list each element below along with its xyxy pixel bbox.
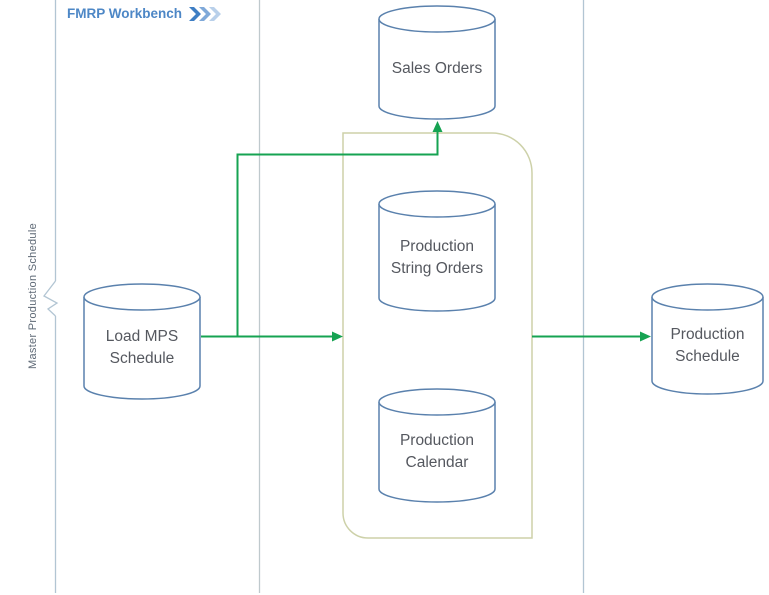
diagram-title: FMRP Workbench: [67, 6, 223, 21]
label-line: Production: [670, 325, 745, 343]
cylinder-shape-icon: [378, 388, 496, 503]
db-production-schedule-label: Production Schedule: [651, 283, 764, 395]
cylinder-shape-icon: [378, 5, 496, 120]
diagram-title-text: FMRP Workbench: [67, 6, 183, 21]
label-line: Production: [399, 237, 475, 255]
db-load-mps-schedule: Load MPS Schedule: [83, 283, 201, 400]
cylinder-shape-icon: [651, 283, 764, 395]
db-production-schedule: Production Schedule: [651, 283, 764, 395]
chevron-3-icon: [209, 6, 222, 21]
db-load-mps-schedule-label: Load MPS Schedule: [83, 283, 201, 400]
db-production-calendar-label: Production Calendar: [378, 388, 496, 503]
db-production-string-orders: Production String Orders: [378, 190, 496, 312]
db-production-calendar: Production Calendar: [378, 388, 496, 503]
db-production-string-orders-label: Production String Orders: [378, 190, 496, 312]
chevron-2-icon: [199, 6, 212, 21]
cylinder-shape-icon: [83, 283, 201, 400]
label-line: Load MPS: [105, 328, 179, 345]
arrowhead-into-group-icon: [332, 331, 343, 342]
label-line: Calendar: [405, 454, 469, 471]
label-line: String Orders: [390, 259, 484, 277]
db-sales-orders: Sales Orders: [378, 5, 496, 120]
lane-break-marker-icon: [43, 280, 59, 317]
label-line: Schedule: [675, 347, 740, 365]
label-line: Sales Orders: [391, 60, 483, 77]
triple-chevron-icon: [189, 6, 222, 21]
arrowhead-into-sales-orders-icon: [432, 121, 443, 132]
label-line: Schedule: [109, 350, 175, 367]
label-line: Production: [399, 432, 475, 449]
db-sales-orders-label: Sales Orders: [378, 5, 496, 120]
arrowhead-into-production-schedule-icon: [640, 331, 651, 342]
swimlane-label: Master Production Schedule: [27, 223, 39, 369]
cylinder-shape-icon: [378, 190, 496, 312]
chevron-1-icon: [189, 6, 202, 21]
